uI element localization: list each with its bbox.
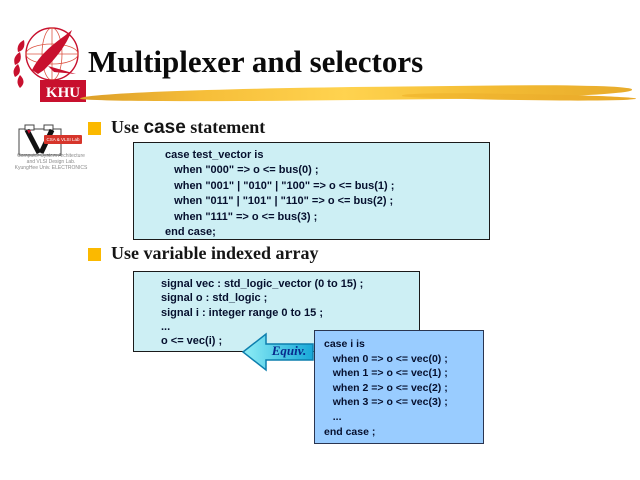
bullet2-text: Use variable indexed array [111,243,319,263]
bullet1-pre: Use [111,117,144,137]
bullet1-code-word: case [143,117,186,138]
code-line: when "111" => o <= bus(3) ; [165,210,318,223]
lab-caption-line: KyungHee Univ. ELECTRONICS [14,165,88,171]
code-line: signal vec : std_logic_vector (0 to 15) … [161,278,364,290]
code-line: signal i : integer range 0 to 15 ; [161,306,323,319]
code-line: when "011" | "101" | "110" => o <= bus(2… [165,195,394,208]
khu-logo-text: KHU [46,85,80,101]
code-line: ... [161,320,171,333]
bullet-text: Use case statement [111,114,265,141]
code-line: o <= vec(i) ; [161,335,223,348]
code-box-case-statement: case test_vector is when "000" => o <= b… [133,142,490,240]
code-line: end case ; [324,425,376,438]
equiv-arrow-label: Equiv. [271,343,307,358]
code-line: case i is [324,338,365,350]
code-line: when 2 => o <= vec(2) ; [324,381,448,394]
code-line: end case; [165,226,216,239]
code-line: when 3 => o <= vec(3) ; [324,396,448,409]
lab-caption: Computer System Architecture and VLSI De… [13,153,89,171]
code-box-case-i: case i is when 0 => o <= vec(0) ; when 1… [314,330,484,444]
code-line: when 0 => o <= vec(0) ; [324,352,448,365]
equiv-arrow-icon: Equiv. [241,331,314,373]
lab-badge: CSA & VLSI Lab [44,135,82,144]
code-line: signal o : std_logic ; [161,292,268,305]
bullet-item-case-statement: Use case statement [88,114,265,141]
lab-caption-line: Computer System Architecture [17,153,85,159]
lab-caption-line: and VLSI Design Lab. [26,159,76,165]
bullet-square-icon [88,248,101,261]
code-line: case test_vector is [165,149,264,161]
bullet-square-icon [88,122,101,135]
code-line: when "001" | "010" | "100" => o <= bus(1… [165,179,395,192]
bullet1-post: statement [185,117,266,137]
code-line: when 1 => o <= vec(1) ; [324,367,448,380]
page-title: Multiplexer and selectors [88,44,424,79]
code-line: when "000" => o <= bus(0) ; [165,164,319,177]
code-line: ... [324,410,342,423]
bullet-item-indexed-array: Use variable indexed array [88,240,318,266]
khu-logo-icon: KHU [13,27,86,102]
